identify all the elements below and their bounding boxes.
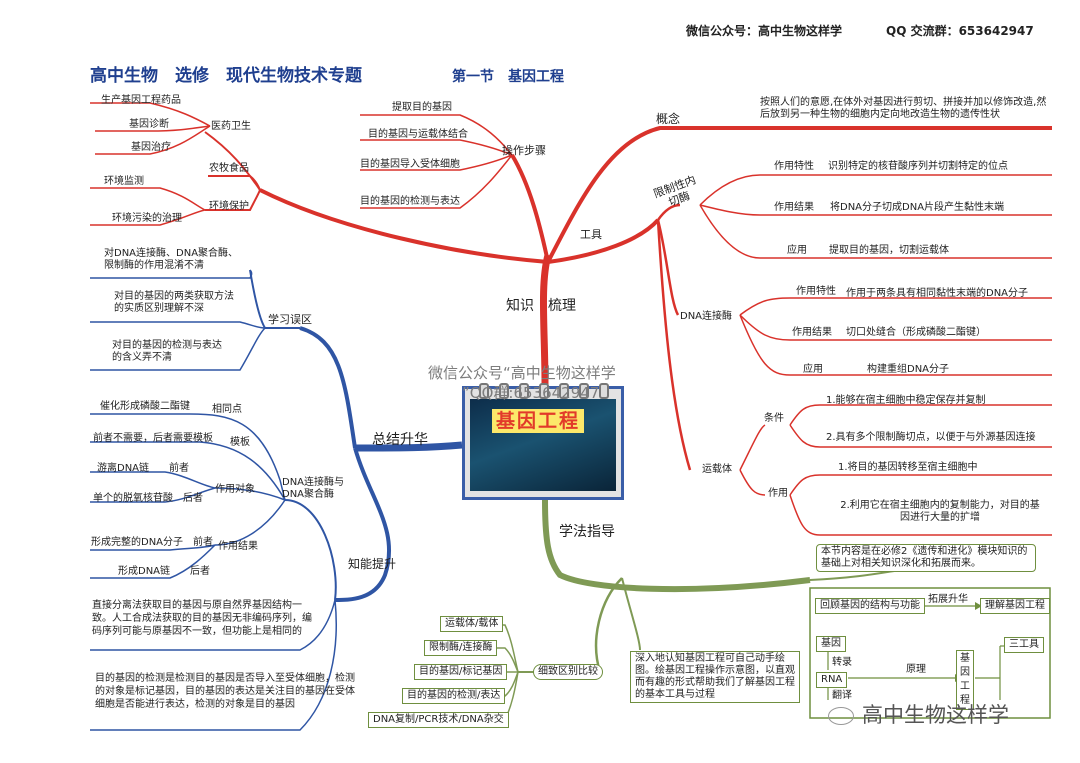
method-trunk bbox=[542, 499, 811, 593]
vector-cond-1: 1.能够在宿主细胞中稳定保存并复制 bbox=[826, 395, 986, 406]
method-intro: 本节内容是在必修2《遗传和进化》模块知识的基础上对相关知识深化和拓展而来。 bbox=[816, 544, 1036, 572]
enzyme-val-2: 将DNA分子切成DNA片段产生黏性末端 bbox=[830, 202, 1005, 213]
mistake-1: 对DNA连接酶、DNA聚合酶、限制酶的作用混淆不清 bbox=[104, 248, 239, 271]
diagram-review: 回顾基因的结构与功能 bbox=[815, 598, 925, 614]
watermark-line2: ”QQ群:653642947 bbox=[462, 384, 600, 402]
tools-label: 工具 bbox=[580, 228, 602, 241]
vector-cond-2: 2.具有多个限制酶切点，以便于与外源基因连接 bbox=[826, 432, 1036, 443]
mistake-2: 对目的基因的两类获取方法的实质区别理解不深 bbox=[114, 291, 234, 314]
compare-result-1: 形成完整的DNA分子 前者 bbox=[91, 537, 214, 548]
compare-object-1: 游离DNA链 前者 bbox=[97, 463, 190, 474]
step-4: 目的基因的检测与表达 bbox=[360, 196, 460, 207]
improve-label: 知能提升 bbox=[348, 557, 397, 571]
compare-label: DNA连接酶与DNA聚合酶 bbox=[282, 477, 345, 500]
improve-note-2: 目的基因的检测是检测目的基因是否导入至受体细胞，检测的对象是标记基因，目的基因的… bbox=[95, 673, 355, 710]
medical-item-3: 基因治疗 bbox=[131, 142, 171, 153]
compare-label: 细致区别比较 bbox=[533, 664, 603, 680]
env-item-2: 环境污染的治理 bbox=[112, 213, 182, 224]
page-title: 高中生物 选修 现代生物技术专题 bbox=[90, 66, 362, 86]
wechat-logo-icon bbox=[828, 707, 854, 725]
bottom-watermark: 高中生物这样学 bbox=[862, 703, 1009, 727]
compare-same-label: 相同点 bbox=[212, 404, 242, 415]
diagram-principle: 原理 bbox=[906, 664, 926, 675]
concept-branch bbox=[546, 126, 1052, 263]
ligase-key-2: 作用结果 bbox=[792, 327, 832, 338]
summary-trunk bbox=[354, 441, 463, 452]
mistakes-label: 学习误区 bbox=[268, 313, 312, 326]
ligase-key-1: 作用特性 bbox=[796, 286, 836, 297]
compare-item-2: 限制酶/连接酶 bbox=[424, 640, 498, 656]
enzyme-val-1: 识别特定的核苷酸序列并切割特定的位点 bbox=[828, 161, 1008, 172]
vector-cond-label: 条件 bbox=[764, 413, 784, 424]
compare-item-4: 目的基因的检测/表达 bbox=[402, 688, 506, 704]
diagram-tools3: 三工具 bbox=[1004, 637, 1044, 653]
summary-branch-label: 总结升华 bbox=[372, 432, 428, 448]
ligase-key-3: 应用 bbox=[803, 364, 823, 375]
medical-item-2: 基因诊断 bbox=[129, 119, 169, 130]
compare-item-1: 运载体/载体 bbox=[440, 616, 504, 632]
enzyme-key-3: 应用 bbox=[787, 245, 807, 256]
dna-illustration: 基因工程 bbox=[470, 399, 616, 491]
concept-label: 概念 bbox=[656, 112, 681, 126]
ligase-val-3: 构建重组DNA分子 bbox=[867, 364, 950, 375]
diagram-understand: 理解基因工程 bbox=[980, 598, 1050, 614]
practice-text: 深入地认知基因工程可自己动手绘图。绘基因工程操作示意图，以直观而有趣的形式帮助我… bbox=[630, 651, 800, 703]
step-1: 提取目的基因 bbox=[392, 102, 452, 113]
compare-object-2: 单个的脱氧核苷酸 后者 bbox=[93, 493, 203, 504]
improve-note-1: 直接分离法获取目的基因与原自然界基因结构一致。人工合成法获取的目的基因无非编码序… bbox=[92, 600, 312, 637]
step-2: 目的基因与运载体结合 bbox=[368, 129, 468, 140]
agri-label: 农牧食品 bbox=[209, 163, 249, 174]
knowledge-trunk bbox=[539, 254, 552, 386]
env-item-1: 环境监测 bbox=[104, 176, 144, 187]
steps-label: 操作步骤 bbox=[502, 144, 546, 157]
compare-item-5: DNA复制/PCR技术/DNA杂交 bbox=[368, 712, 509, 728]
vector-use-2: 2.利用它在宿主细胞内的复制能力，对目的基因进行大量的扩增 bbox=[840, 500, 1040, 523]
center-topic-label: 基因工程 bbox=[492, 409, 585, 433]
diagram-rna: RNA bbox=[816, 672, 848, 688]
method-branch-label: 学法指导 bbox=[559, 524, 615, 540]
medical-item-1: 生产基因工程药品 bbox=[101, 95, 181, 106]
section-title: 第一节 基因工程 bbox=[452, 69, 564, 85]
diagram-extend: 拓展升华 bbox=[928, 594, 968, 605]
diagram-ge-vertical: 基因工程 bbox=[956, 650, 974, 710]
knowledge-branch-label: 知识 梳理 bbox=[506, 298, 576, 314]
tools-branch bbox=[547, 218, 660, 264]
vector-use-label: 作用 bbox=[768, 488, 788, 499]
compare-item-3: 目的基因/标记基因 bbox=[414, 664, 508, 680]
vector-label: 运载体 bbox=[702, 464, 732, 475]
compare-same: 催化形成磷酸二酯键 bbox=[100, 401, 190, 412]
compare-template: 前者不需要，后者需要模板 bbox=[93, 433, 213, 444]
center-topic-card: 基因工程 bbox=[462, 383, 624, 500]
compare-template-label: 模板 bbox=[230, 437, 250, 448]
qq-group-label: QQ 交流群：653642947 bbox=[886, 24, 1034, 38]
mistake-3: 对目的基因的检测与表达的含义弄不清 bbox=[112, 340, 222, 363]
vector-use-1: 1.将目的基因转移至宿主细胞中 bbox=[838, 462, 978, 473]
enzyme-val-3: 提取目的基因，切割运载体 bbox=[829, 245, 949, 256]
enzyme-key-1: 作用特性 bbox=[774, 161, 814, 172]
compare-object-label: 作用对象 bbox=[215, 484, 255, 495]
enzyme-key-2: 作用结果 bbox=[774, 202, 814, 213]
watermark-line1: 微信公众号“高中生物这样学 bbox=[428, 364, 616, 382]
ligase-label: DNA连接酶 bbox=[680, 311, 733, 322]
diagram-transcribe: 转录 bbox=[832, 657, 852, 668]
diagram-gene: 基因 bbox=[816, 636, 846, 652]
concept-text: 按照人们的意愿,在体外对基因进行剪切、拼接并加以修饰改造,然后放到另一种生物的细… bbox=[760, 97, 1047, 120]
steps-branch bbox=[510, 153, 550, 263]
apps-branch bbox=[259, 188, 549, 264]
medical-label: 医药卫生 bbox=[211, 121, 251, 132]
step-3: 目的基因导入受体细胞 bbox=[360, 159, 460, 170]
ligase-val-2: 切口处缝合（形成磷酸二酯键） bbox=[846, 327, 986, 338]
env-label: 环境保护 bbox=[209, 201, 249, 212]
diagram-translate: 翻译 bbox=[832, 690, 852, 701]
wechat-account-label: 微信公众号：高中生物这样学 bbox=[686, 24, 843, 38]
ligase-val-1: 作用于两条具有相同黏性末端的DNA分子 bbox=[846, 288, 1029, 299]
compare-result-label: 作用结果 bbox=[218, 541, 258, 552]
compare-result-2: 形成DNA链 后者 bbox=[118, 566, 211, 577]
